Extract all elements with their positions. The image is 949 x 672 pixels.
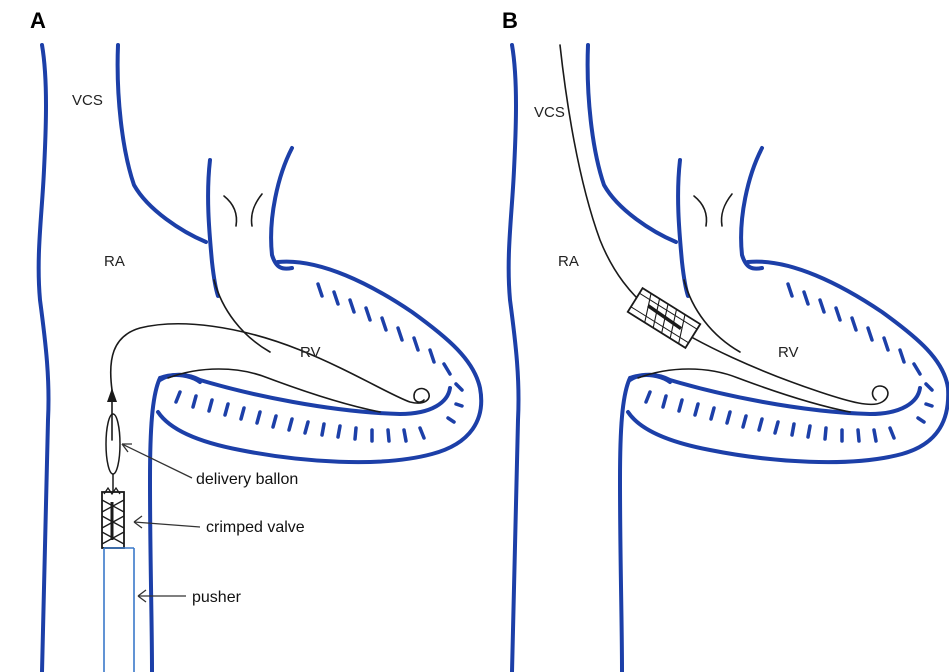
- panel-a-delivery-balloon: [106, 414, 120, 474]
- panel-a-label-vcs: VCS: [72, 92, 103, 109]
- panel-b-letter: B: [502, 8, 518, 33]
- panel-b-label-rv: RV: [778, 344, 799, 361]
- callout-delivery-balloon: delivery ballon: [196, 471, 298, 488]
- panel-a-vessels: [39, 45, 482, 672]
- panel-b-rv-inner-wall: [630, 375, 920, 414]
- panel-b-myocardium-hatch: [646, 284, 932, 441]
- panel-b-vessels: [509, 45, 949, 672]
- callout-crimped-valve: crimped valve: [206, 519, 305, 536]
- panel-b: B: [502, 8, 948, 672]
- panel-a-rv-inner-wall: [160, 375, 450, 414]
- callout-pusher: pusher: [192, 589, 242, 606]
- panel-a-pusher: [104, 548, 134, 672]
- panel-a-direction-arrow: [107, 388, 117, 402]
- panel-a: A: [30, 8, 481, 672]
- panel-b-ink-lines: [560, 45, 888, 412]
- panel-a-crimped-valve: [102, 488, 124, 548]
- panel-b-label-vcs: VCS: [534, 104, 565, 121]
- panel-a-label-rv: RV: [300, 344, 321, 361]
- panel-a-label-ra: RA: [104, 253, 125, 270]
- panel-a-letter: A: [30, 8, 46, 33]
- panel-b-label-ra: RA: [558, 253, 579, 270]
- panel-a-myocardium-hatch: [176, 284, 462, 441]
- panel-a-delivery-system: [102, 388, 134, 672]
